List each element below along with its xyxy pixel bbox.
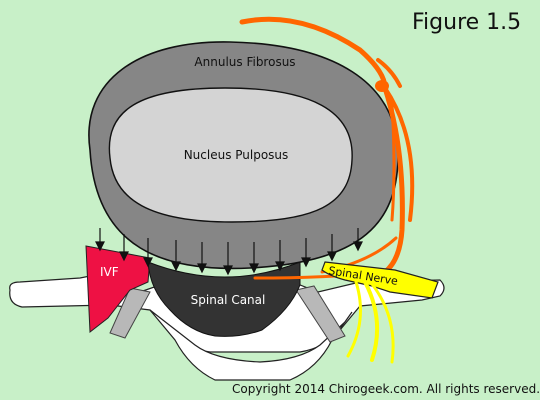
left-pedicle (109, 287, 151, 339)
nucleus-pulposus-label: Nucleus Pulposus (184, 148, 289, 162)
ivf-label: IVF (100, 265, 119, 279)
spinal-nerve-roots (346, 280, 395, 364)
sinuvertebral-ganglion (375, 80, 389, 92)
pressure-arrows (95, 228, 363, 276)
copyright-notice: Copyright 2014 Chirogeek.com. All rights… (232, 382, 540, 396)
annulus-fibrosus-label: Annulus Fibrosus (194, 55, 295, 69)
right-pedicle (295, 285, 346, 343)
vertebra-lamina (149, 309, 353, 381)
nucleus-pulposus (108, 87, 353, 223)
spinal-canal (147, 261, 301, 337)
spinal-nerve (321, 261, 439, 299)
spinal-canal-label: Spinal Canal (191, 293, 266, 307)
figure-canvas: Annulus Fibrosus Nucleus Pulposus IVF Sp… (9, 10, 540, 396)
figure-title: Figure 1.5 (412, 10, 522, 35)
disc-anatomy-diagram: Annulus Fibrosus Nucleus Pulposus IVF Sp… (9, 16, 445, 381)
